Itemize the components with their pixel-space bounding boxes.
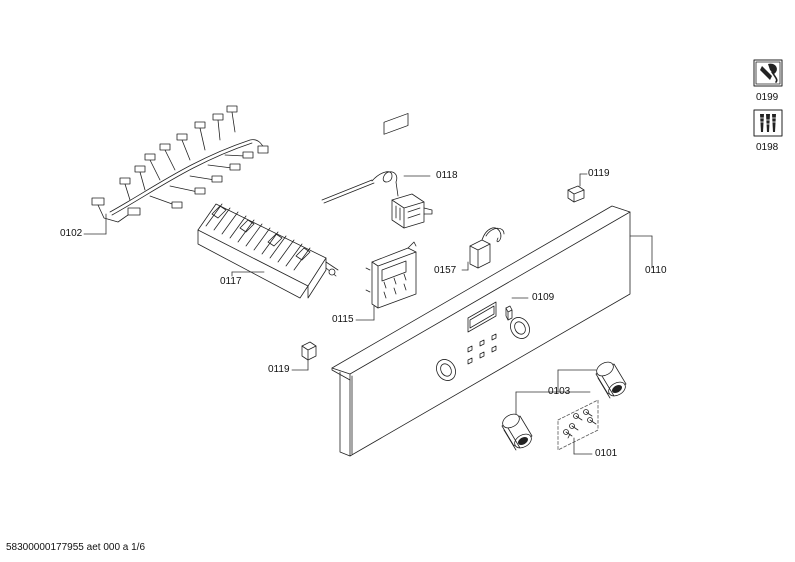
part-label-0119-top: 0119	[588, 168, 610, 179]
indicator-lamp	[505, 305, 513, 321]
part-label-0198: 0198	[756, 142, 779, 153]
part-label-0109: 0109	[532, 292, 555, 303]
part-label-0157: 0157	[434, 265, 457, 276]
part-label-0110: 0110	[645, 265, 667, 276]
control-panel	[331, 205, 631, 457]
part-label-0117: 0117	[220, 276, 242, 287]
clip-top	[567, 185, 585, 203]
part-label-0101: 0101	[595, 448, 618, 459]
part-label-0199: 0199	[756, 92, 779, 103]
selector-switch	[197, 203, 339, 299]
control-knob-left	[501, 413, 533, 451]
clip-bottom	[301, 341, 317, 361]
timer-module	[365, 113, 417, 309]
part-label-0102: 0102	[60, 228, 83, 239]
part-label-0103: 0103	[548, 386, 571, 397]
document-id: 58300000177955 aet 000 a 1/6	[6, 542, 146, 553]
wiring-harness	[91, 105, 269, 223]
thermostat	[321, 171, 433, 229]
control-knob-right	[595, 361, 627, 399]
part-label-0119-bottom: 0119	[268, 364, 290, 375]
screws-icon	[753, 109, 783, 137]
screw-set	[557, 399, 599, 451]
part-label-0115: 0115	[332, 314, 354, 325]
wrench-icon	[753, 59, 783, 87]
sensor-connector	[469, 227, 505, 269]
part-label-0118: 0118	[436, 170, 458, 181]
